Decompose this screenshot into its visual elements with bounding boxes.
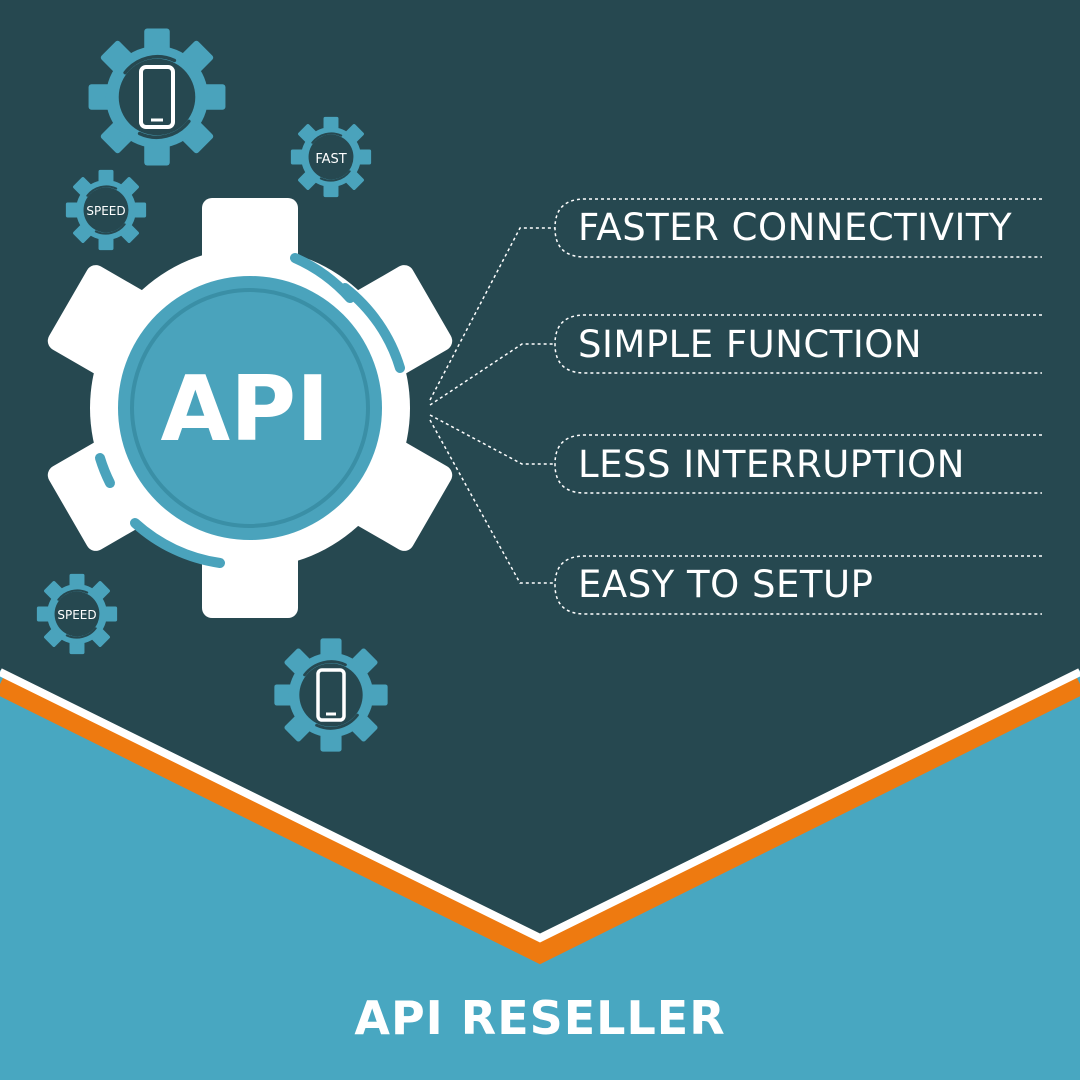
- feature-simple-function: SIMPLE FUNCTION: [578, 323, 923, 366]
- hub-label: API: [160, 357, 329, 462]
- gear-label-speed: SPEED: [57, 608, 96, 622]
- gear-label-fast: FAST: [315, 152, 346, 167]
- footer-title: API RESELLER: [354, 991, 726, 1045]
- feature-easy-to-setup: EASY TO SETUP: [578, 563, 874, 606]
- smartphone-icon: [139, 65, 175, 129]
- feature-faster-connectivity: FASTER CONNECTIVITY: [578, 206, 1013, 249]
- smartphone-icon: [316, 668, 346, 722]
- gear-label-speed: SPEED: [86, 204, 125, 218]
- feature-less-interruption: LESS INTERRUPTION: [578, 443, 965, 486]
